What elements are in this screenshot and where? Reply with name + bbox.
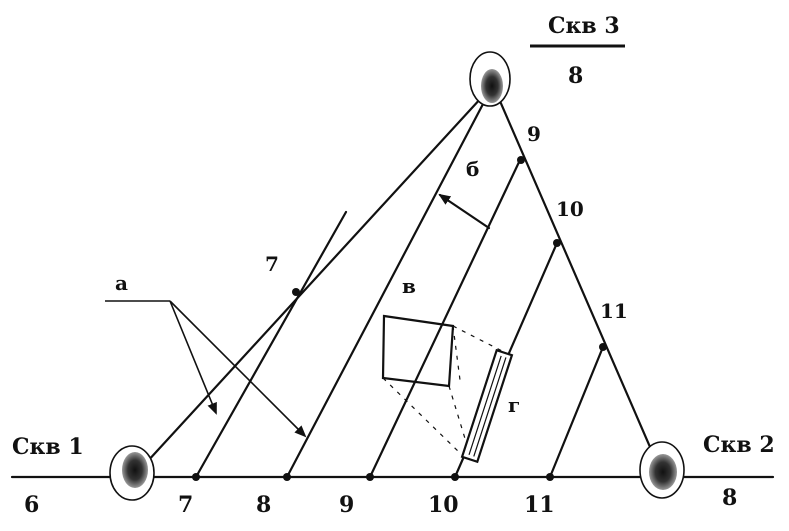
well-2-marker xyxy=(639,441,685,499)
side-right xyxy=(491,83,662,472)
dash-3 xyxy=(382,377,463,456)
point-base-10 xyxy=(451,473,459,481)
point-right-10 xyxy=(553,239,561,247)
base-label-9: 9 xyxy=(339,492,354,518)
point-left-7 xyxy=(292,288,300,296)
side-left xyxy=(133,83,495,477)
annotation-v: в xyxy=(402,274,416,298)
point-base-8 xyxy=(283,473,291,481)
well-3-label: Скв 3 xyxy=(548,13,620,39)
annotation-g: г xyxy=(508,393,520,417)
isoline-7 xyxy=(194,210,348,479)
point-base-7 xyxy=(192,473,200,481)
isoline-9 xyxy=(368,158,522,479)
point-base-9 xyxy=(366,473,374,481)
point-right-9 xyxy=(517,156,525,164)
left-side-label-7: 7 xyxy=(265,252,279,276)
annotation-a: а xyxy=(115,271,128,295)
annotation-b: б xyxy=(466,157,479,181)
dash-4 xyxy=(452,325,461,381)
well-2-value: 8 xyxy=(722,485,737,511)
point-right-11 xyxy=(599,343,607,351)
arrow-b xyxy=(438,193,491,230)
base-label-10: 10 xyxy=(428,492,459,518)
base-label-7: 7 xyxy=(178,492,193,518)
well-1-marker xyxy=(109,445,155,501)
well-1-label: Скв 1 xyxy=(12,434,84,460)
right-side-label-10: 10 xyxy=(556,197,584,221)
point-base-11 xyxy=(546,473,554,481)
well-2-label: Скв 2 xyxy=(703,432,775,458)
isoline-11 xyxy=(548,345,605,479)
dash-1 xyxy=(452,325,511,356)
well-3-marker xyxy=(469,51,511,107)
bar-g xyxy=(460,348,514,464)
base-label-11: 11 xyxy=(524,492,555,518)
well-1-value: 6 xyxy=(24,492,39,518)
base-label-8: 8 xyxy=(256,492,271,518)
pointer-a-2 xyxy=(169,300,307,438)
isoline-8 xyxy=(285,83,495,479)
right-side-label-9: 9 xyxy=(527,122,541,146)
pointer-a-1 xyxy=(169,300,217,415)
well-3-value: 8 xyxy=(568,63,583,89)
right-side-label-11: 11 xyxy=(600,299,628,323)
